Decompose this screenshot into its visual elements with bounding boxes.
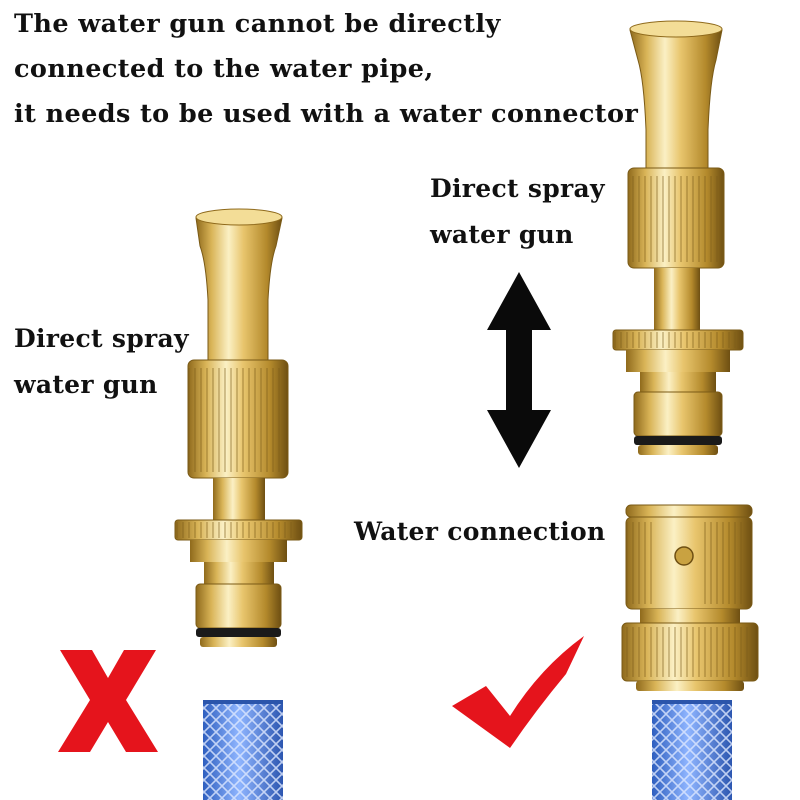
left-gun-label-line-1: Direct spray bbox=[14, 324, 189, 353]
headline: The water gun cannot be directly connect… bbox=[14, 2, 638, 137]
right-gun-label-line-2: water gun bbox=[430, 220, 574, 249]
left-hose bbox=[203, 700, 283, 800]
headline-line-1: The water gun cannot be directly bbox=[14, 9, 501, 39]
connector-label: Water connection bbox=[354, 517, 606, 546]
red-check-icon bbox=[452, 636, 584, 748]
left-water-gun bbox=[174, 208, 303, 647]
right-gun-label: Direct spray water gun bbox=[430, 166, 605, 258]
red-x-icon bbox=[58, 650, 158, 752]
double-vertical-arrow-icon bbox=[487, 272, 551, 468]
left-gun-label-line-2: water gun bbox=[14, 370, 158, 399]
right-gun-label-line-1: Direct spray bbox=[430, 174, 605, 203]
left-gun-label: Direct spray water gun bbox=[14, 316, 189, 408]
water-connector bbox=[621, 504, 759, 691]
right-water-gun bbox=[612, 20, 744, 455]
headline-line-3: it needs to be used with a water connect… bbox=[14, 99, 639, 129]
headline-line-2: connected to the water pipe, bbox=[14, 54, 434, 84]
right-hose bbox=[652, 700, 732, 800]
